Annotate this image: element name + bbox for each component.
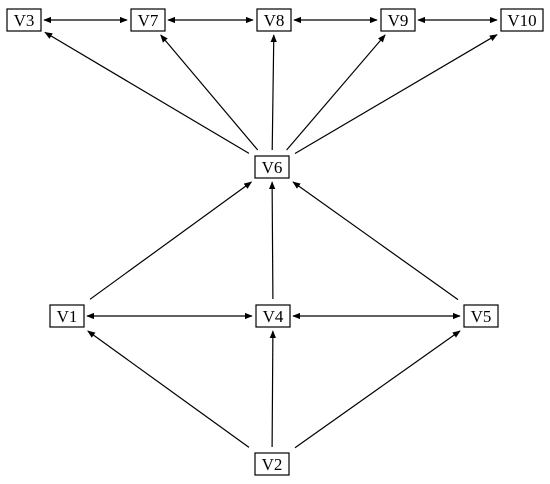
node-box: [6, 8, 42, 32]
node-box: [500, 8, 544, 32]
node-v2: V2: [254, 452, 290, 476]
node-v3: V3: [6, 8, 42, 32]
edge-v5-v6: [292, 181, 459, 301]
node-v1: V1: [49, 304, 85, 328]
node-v8: V8: [256, 8, 292, 32]
node-v4: V4: [255, 304, 291, 328]
node-label: V9: [388, 11, 409, 30]
node-label: V8: [264, 11, 285, 30]
node-label: V1: [57, 307, 78, 326]
node-box: [380, 8, 416, 32]
node-box: [256, 8, 292, 32]
edges-layer: [43, 16, 498, 449]
edge-v6-v9: [286, 34, 386, 151]
edge-v1-v6: [89, 181, 253, 300]
node-box: [254, 155, 290, 179]
node-v9: V9: [380, 8, 416, 32]
node-box: [49, 304, 85, 328]
node-box: [254, 452, 290, 476]
edge-v6-v3: [44, 31, 250, 154]
node-box: [463, 304, 499, 328]
edge-v4-v6: [268, 181, 276, 300]
node-box: [255, 304, 291, 328]
node-v6: V6: [254, 155, 290, 179]
node-label: V7: [138, 11, 159, 30]
edge-v6-v10: [294, 34, 498, 155]
edge-v2-v5: [294, 330, 461, 449]
node-box: [130, 8, 166, 32]
node-label: V4: [263, 307, 284, 326]
edge-v6-v8: [270, 34, 277, 151]
edge-v6-v7: [160, 34, 259, 151]
node-label: V3: [14, 11, 35, 30]
node-v10: V10: [500, 8, 544, 32]
edge-v2-v4: [269, 330, 277, 448]
node-v5: V5: [463, 304, 499, 328]
node-label: V5: [471, 307, 492, 326]
node-v7: V7: [130, 8, 166, 32]
edge-v2-v1: [87, 330, 250, 448]
node-label: V2: [262, 455, 283, 474]
node-label: V6: [262, 158, 283, 177]
node-label: V10: [507, 11, 536, 30]
